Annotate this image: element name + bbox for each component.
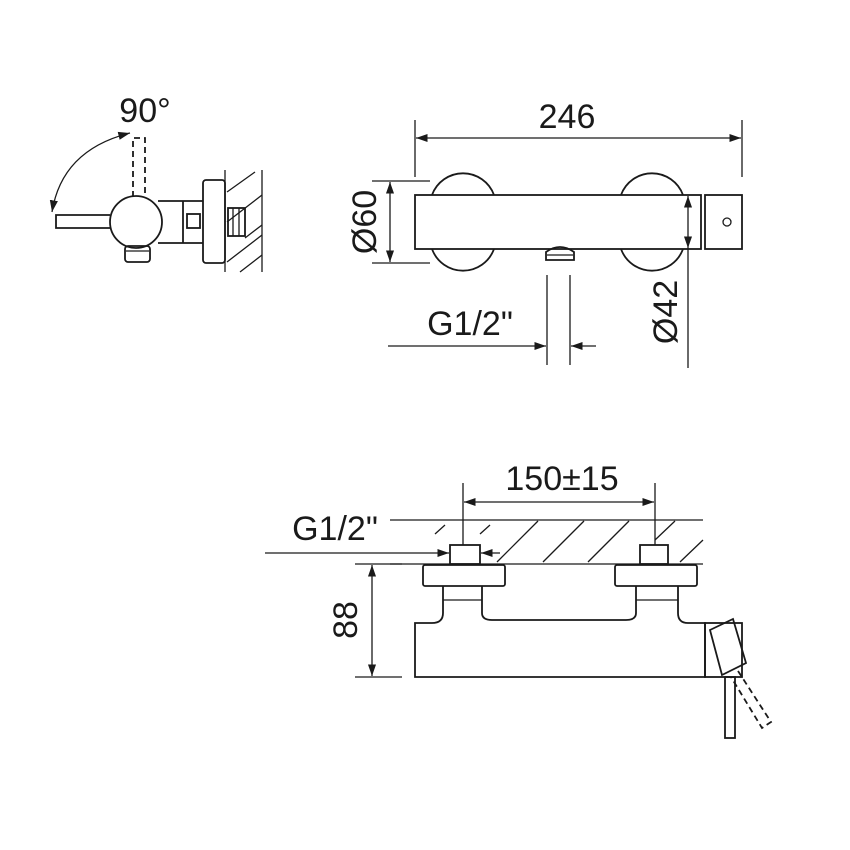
diameter42-label: Ø42 [647, 280, 685, 344]
left-disc [431, 172, 495, 272]
inlet-thread-label: G1/2" [292, 510, 378, 548]
length-label: 246 [539, 98, 596, 136]
mixer-body [414, 194, 702, 250]
lever-front [724, 676, 736, 739]
spacing-label: 150±15 [505, 460, 618, 498]
lever-closed [55, 214, 110, 229]
set-screw [186, 213, 201, 229]
body-side [158, 200, 203, 244]
left-inlet-pipe [449, 544, 481, 565]
angle-label: 90° [119, 92, 170, 130]
left-flange [422, 564, 506, 587]
wall-fitting [227, 207, 246, 237]
wall-hatch [224, 170, 263, 273]
diameter60-label: Ø60 [346, 190, 384, 254]
side-view: 90° [49, 92, 263, 273]
lever-open-dashed-front [730, 670, 773, 730]
right-inlet-pipe [639, 544, 669, 565]
right-disc [620, 172, 684, 272]
control-cap [704, 194, 743, 250]
handle-hub [109, 195, 163, 249]
front-view: 150±15 G1/2" 88 [265, 460, 773, 739]
lever-open-dashed [132, 137, 146, 197]
outlet-nozzle [545, 246, 575, 261]
wall-section [390, 519, 704, 565]
mixer-body-front [414, 586, 706, 678]
cap-indicator [722, 217, 732, 227]
wall-flange [202, 179, 226, 264]
outlet-connector [124, 245, 151, 263]
right-flange [614, 564, 698, 587]
rotation-arrow [49, 131, 131, 213]
handle-rotated [708, 617, 748, 677]
outlet-thread-label: G1/2" [427, 305, 513, 343]
top-view: 246 Ø60 Ø42 G1/2" [346, 98, 743, 368]
depth-label: 88 [327, 601, 365, 639]
